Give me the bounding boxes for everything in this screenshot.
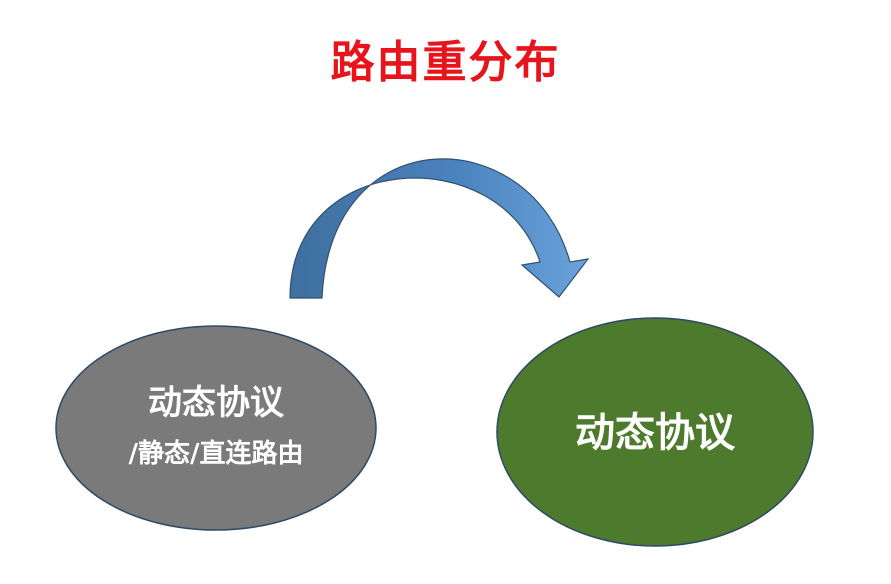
curved-arrow-icon (289, 158, 590, 299)
source-node: 动态协议 /静态/直连路由 (55, 325, 377, 531)
target-node-ellipse (496, 317, 814, 547)
slide-title: 路由重分布 (330, 37, 561, 88)
target-node: 动态协议 (496, 317, 814, 547)
source-node-line1: 动态协议 (148, 383, 285, 423)
source-node-ellipse (55, 325, 377, 531)
source-node-line2: /静态/直连路由 (129, 438, 304, 469)
target-node-label: 动态协议 (575, 410, 736, 456)
